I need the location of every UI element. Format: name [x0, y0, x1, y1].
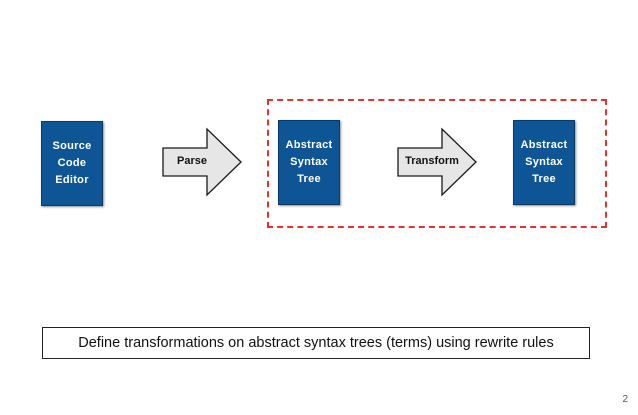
- abstract-syntax-tree-label-2: Abstract Syntax Tree: [520, 139, 568, 185]
- parse-label: Parse: [177, 155, 207, 167]
- page-number: 2: [622, 394, 628, 405]
- abstract-syntax-tree-label-1: Abstract Syntax Tree: [285, 139, 333, 185]
- abstract-syntax-tree-box-2: Abstract Syntax Tree: [513, 120, 575, 205]
- highlight-frame: [267, 99, 607, 228]
- transform-label: Transform: [405, 155, 459, 167]
- parse-arrow: Parse: [162, 127, 243, 197]
- source-code-editor-label: Source Code Editor: [52, 140, 92, 186]
- abstract-syntax-tree-box-1: Abstract Syntax Tree: [278, 120, 340, 205]
- transform-arrow-shape: [397, 127, 477, 197]
- parse-arrow-shape: [162, 127, 242, 197]
- caption-box: Define transformations on abstract synta…: [42, 327, 590, 359]
- transform-arrow: Transform: [397, 127, 478, 197]
- source-code-editor-box: Source Code Editor: [41, 121, 103, 206]
- caption-text: Define transformations on abstract synta…: [78, 335, 554, 351]
